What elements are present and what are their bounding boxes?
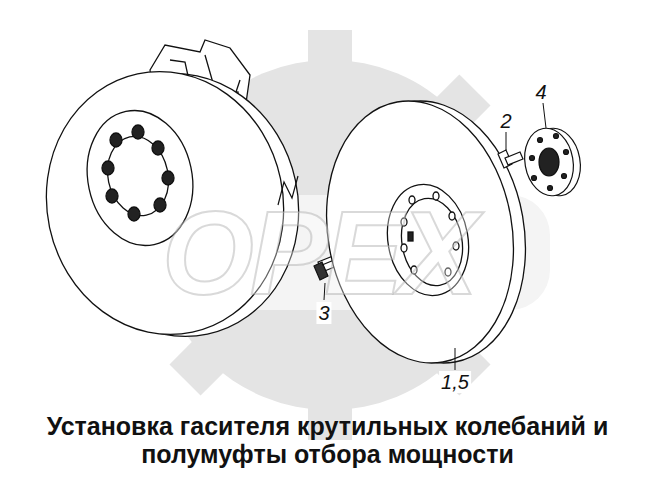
callout-number: 1,5 (439, 371, 471, 393)
leader-line (506, 132, 507, 150)
bolt-part-2 (498, 150, 523, 168)
callout-number: 4 (533, 81, 548, 103)
callout-number: 3 (316, 302, 331, 324)
half-coupling-part-4 (519, 124, 585, 199)
callout-number: 2 (498, 110, 513, 132)
caption-text: Установка гасителя крутильных колебаний … (20, 412, 635, 468)
leader-line (455, 348, 456, 370)
watermark-text: ОРЕХ (162, 194, 474, 312)
leader-line (543, 103, 546, 128)
